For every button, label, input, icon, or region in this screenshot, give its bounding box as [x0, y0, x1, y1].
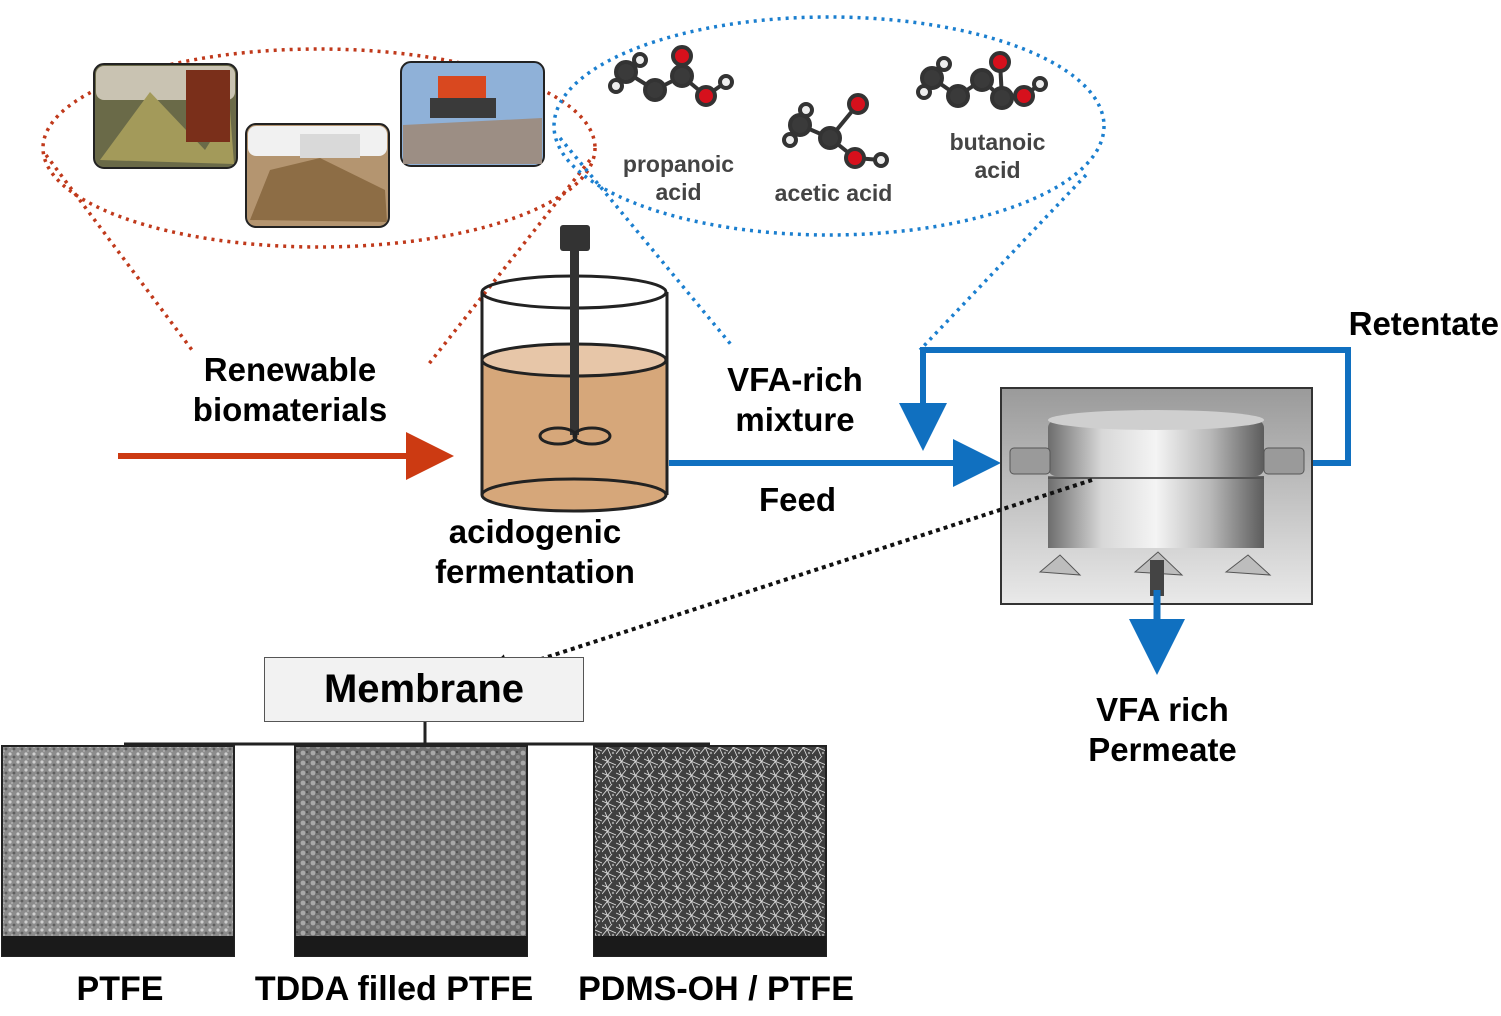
stirred-tank-icon	[480, 225, 669, 513]
membrane-callout-arrow	[478, 478, 1093, 685]
membrane-type-pdms-ptfe-label: PDMS-OH / PTFE	[578, 970, 854, 1008]
propanoic-acid-label: propanoic acid	[622, 151, 735, 205]
sem-image-pdms-ptfe	[593, 745, 827, 957]
acetic-acid-label: acetic acid	[774, 180, 893, 206]
acetic-acid-molecule-icon	[782, 93, 889, 169]
sem-image-tdda-ptfe	[294, 745, 528, 957]
acid-callout-left	[558, 136, 735, 349]
vfa-rich-permeate-label: VFA rich Permeate	[1088, 691, 1237, 768]
biomass-photo-1	[93, 63, 238, 169]
renewable-biomaterials-label: Renewable biomaterials	[192, 351, 388, 428]
feed-label: Feed	[758, 481, 837, 518]
retentate-label: Retentate	[1348, 305, 1499, 342]
membrane-title: Membrane	[323, 667, 525, 711]
biomass-photo-2	[245, 123, 390, 228]
membrane-type-ptfe-label: PTFE	[76, 970, 164, 1008]
sem-image-ptfe	[1, 745, 235, 957]
membrane-title-box: Membrane	[264, 657, 584, 722]
butanoic-acid-molecule-icon	[916, 51, 1048, 110]
propanoic-acid-molecule-icon	[608, 45, 734, 107]
membrane-tree-connector	[124, 722, 710, 746]
biomass-photo-3	[400, 61, 545, 167]
acidogenic-fermentation-label: acidogenic fermentation	[435, 513, 635, 590]
retentate-recycle-line	[899, 347, 1351, 466]
acid-callout-right	[918, 173, 1088, 352]
membrane-type-tdda-ptfe-label: TDDA filled PTFE	[254, 970, 534, 1008]
membrane-module-photo	[1000, 387, 1313, 605]
biomass-callout-left	[44, 153, 194, 352]
biomass-ellipse	[41, 47, 597, 249]
vfa-rich-mixture-label: VFA-rich mixture	[727, 361, 863, 438]
acid-ellipse	[552, 15, 1106, 237]
biomass-callout-right	[426, 158, 592, 367]
butanoic-acid-label: butanoic acid	[949, 129, 1046, 183]
